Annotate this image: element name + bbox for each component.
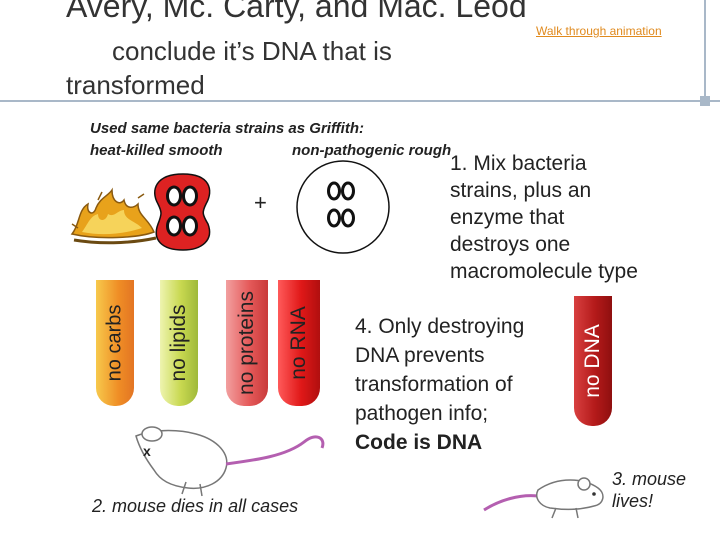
live-mouse-icon [483, 477, 604, 519]
dead-x-mark: x [143, 443, 151, 459]
plus-sign: + [254, 190, 267, 215]
conclusion-code-is-dna: Code is DNA [355, 431, 483, 454]
step-1-text: 1. Mix bacteria strains, plus an enzyme … [450, 150, 638, 285]
step-4-line: DNA prevents [355, 344, 485, 367]
tube-label: no DNA [581, 324, 604, 398]
dead-mouse-icon [135, 426, 325, 497]
tube-no-lipids: no lipids [160, 280, 198, 406]
smooth-bacteria-icon [153, 173, 211, 251]
nonpathogenic-label: non-pathogenic rough [292, 142, 452, 159]
step-4-text: 4. Only destroying DNA prevents transfor… [355, 312, 524, 457]
tube-label: no proteins [235, 291, 258, 395]
rough-bacteria-icon [296, 160, 390, 254]
tube-label: no lipids [167, 304, 190, 382]
step-4-line: pathogen info; [355, 402, 489, 425]
step-1-line: 1. Mix bacteria [450, 152, 587, 175]
step-3-text: 3. mouse lives! [612, 468, 686, 512]
step-1-line: destroys one [450, 233, 571, 256]
header-divider-corner [700, 96, 710, 106]
tube-no-dna: no DNA [574, 296, 612, 426]
step-1-line: enzyme that [450, 206, 565, 229]
walk-through-animation-link[interactable]: Walk through animation [536, 24, 662, 38]
tube-no-rna: no RNA [278, 280, 320, 406]
heat-killed-label: heat-killed smooth [90, 142, 223, 159]
step-4-line: 4. Only destroying [355, 315, 525, 338]
step-1-line: macromolecule type [450, 260, 638, 283]
tube-no-carbs: no carbs [96, 280, 134, 406]
page-title: Avery, Mc. Carty, and Mac. Leod [66, 0, 527, 24]
page-title-line-3: transformed [66, 70, 205, 100]
heat-flame-icon [70, 187, 157, 245]
step-4-line: transformation of [355, 373, 513, 396]
tube-label: no RNA [287, 306, 310, 380]
intro-text: Used same bacteria strains as Griffith: [90, 120, 364, 137]
page-title-line-2: conclude it’s DNA that is [112, 36, 392, 66]
tube-label: no carbs [103, 304, 126, 382]
step-3-line: lives! [612, 491, 654, 511]
header-divider-vertical [704, 0, 706, 100]
header-divider-horizontal [0, 100, 720, 102]
step-1-line: strains, plus an [450, 179, 592, 202]
tube-no-proteins: no proteins [226, 280, 268, 406]
step-3-line: 3. mouse [612, 469, 687, 489]
step-2-text: 2. mouse dies in all cases [92, 496, 299, 516]
